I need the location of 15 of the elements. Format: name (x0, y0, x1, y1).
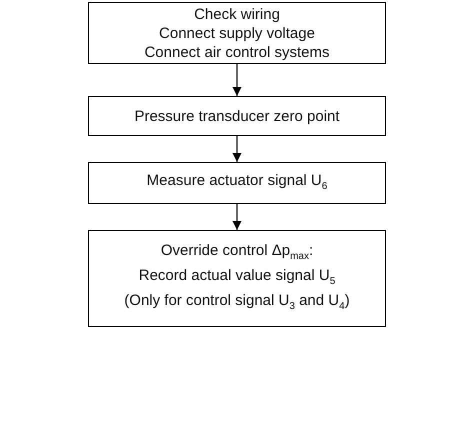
process-box (88, 230, 386, 327)
step-text: Override control Δp$_{max}$: (160, 241, 314, 264)
step-text: Pressure transducer zero point (134, 106, 340, 126)
step-text: Measure actuator signal U$_{6}$ (146, 170, 328, 194)
process-box (88, 96, 386, 136)
arrow (232, 204, 242, 230)
step-text: Check wiring (194, 4, 280, 24)
process-box (88, 162, 386, 204)
step-text: Connect supply voltage (159, 24, 315, 42)
step-text: (Only for control signal U$_{3}$ and U$_{4}$) (124, 291, 350, 314)
arrow (232, 136, 242, 162)
step-text: Connect air control systems (144, 42, 330, 62)
process-box (88, 2, 386, 64)
arrow (232, 64, 242, 96)
step-text: Record actual value signal U$_{5}$ (138, 266, 336, 289)
